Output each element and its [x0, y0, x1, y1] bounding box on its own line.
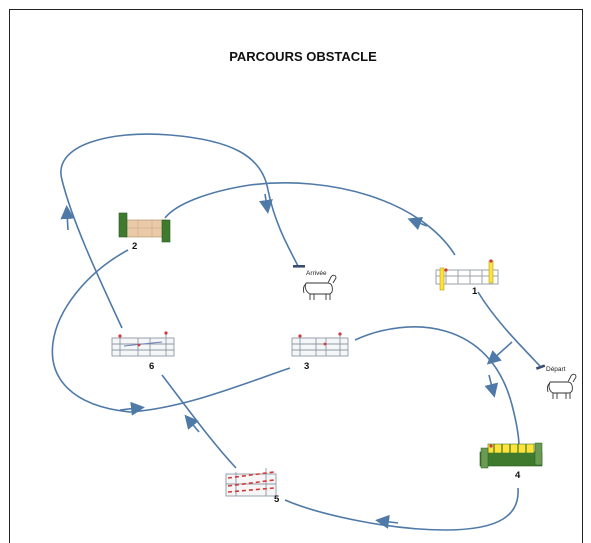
track-1-to-2: [164, 182, 456, 256]
arrow-marker: [259, 193, 273, 214]
arrow-marker: [486, 341, 513, 365]
obstacle-3: 3: [291, 332, 349, 372]
obstacle-number: 1: [472, 286, 478, 297]
obstacle-1: 1: [435, 259, 499, 297]
obstacle-number: 6: [149, 361, 154, 372]
track-2-to-6: [51, 249, 291, 413]
direction-arrows: [60, 193, 513, 529]
arrival-label: Arrivée: [306, 270, 327, 277]
track-5-to-6: [161, 374, 237, 469]
finish-line: [293, 265, 305, 268]
arrow-marker: [375, 514, 399, 529]
obstacle-number: 3: [304, 361, 309, 372]
arrow-marker: [407, 216, 428, 231]
arrival-marker: Arrivée: [293, 265, 337, 300]
start-label: Départ: [546, 366, 566, 373]
start-line: [535, 364, 546, 370]
arrow-marker: [60, 205, 75, 231]
course-track: [51, 133, 541, 531]
arrow-marker: [484, 374, 499, 398]
obstacle-number: 4: [515, 470, 521, 481]
obstacle-number: 2: [132, 241, 137, 252]
horse-icon: [546, 373, 577, 399]
page-title: PARCOURS OBSTACLE: [229, 49, 377, 64]
obstacle-4: 4: [479, 442, 543, 481]
arrow-marker: [184, 414, 200, 433]
horse-icon: [302, 274, 337, 300]
track-start-to-1: [477, 291, 541, 367]
track-4-to-5: [284, 487, 519, 531]
start-marker: Départ: [535, 364, 577, 399]
obstacle-5: 5: [225, 468, 280, 505]
obstacle-number: 5: [274, 494, 280, 505]
obstacle-6: 6: [111, 331, 175, 372]
track-3-to-4: [354, 326, 520, 448]
obstacle-2: 2: [118, 212, 171, 252]
track-6-to-2-to-arrival: [60, 133, 299, 329]
arrow-marker: [119, 401, 145, 416]
